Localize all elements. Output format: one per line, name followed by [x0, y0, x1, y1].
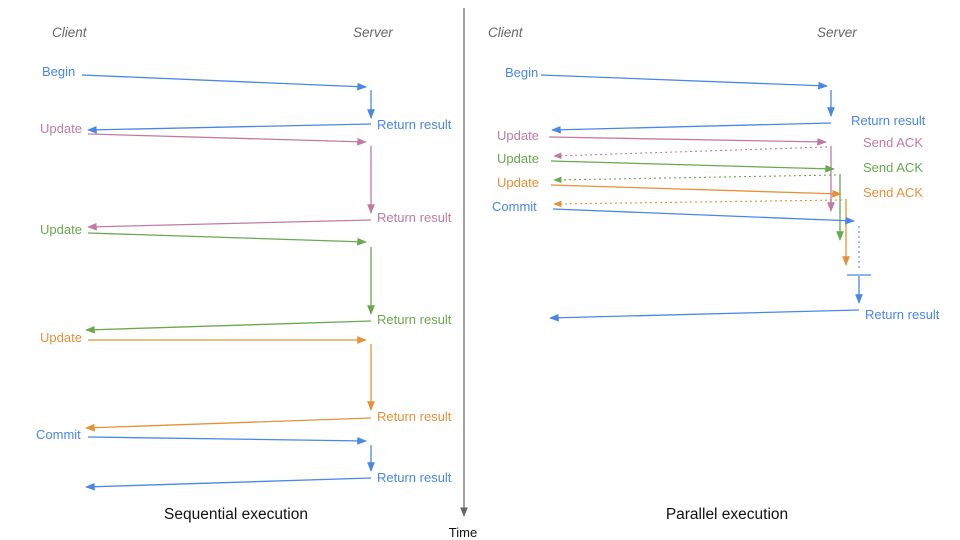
response-label: Return result [377, 312, 452, 327]
response-arrow [85, 477, 372, 491]
server-header: Server [817, 25, 857, 40]
client-header: Client [52, 25, 88, 40]
message-commit: Commit Return result [36, 427, 452, 491]
request-arrow [548, 136, 827, 146]
request-label: Update [497, 151, 539, 166]
ack-label: Send ACK [863, 185, 923, 200]
client-header: Client [488, 25, 524, 40]
request-arrow [87, 133, 367, 146]
response-arrow [85, 417, 372, 432]
response-label: Return result [377, 210, 452, 225]
panel-title: Sequential execution [164, 506, 308, 523]
request-arrow [87, 436, 367, 445]
ack-label: Send ACK [863, 160, 923, 175]
message-update-2: Update Send ACK [497, 151, 923, 241]
response-label: Return result [377, 470, 452, 485]
message-update-3: Update Send ACK [497, 175, 923, 266]
request-arrow [81, 74, 367, 91]
response-label: Return result [851, 113, 926, 128]
request-label: Update [40, 121, 82, 136]
parallel-panel: Client Server Begin Return result Update… [488, 25, 940, 523]
panel-title: Parallel execution [666, 506, 788, 523]
ack-arrow [553, 146, 828, 160]
request-arrow [550, 184, 842, 198]
ack-arrow [553, 199, 843, 208]
request-label: Commit [36, 427, 81, 442]
message-begin: Begin Return result [505, 65, 926, 134]
ack-label: Send ACK [863, 135, 923, 150]
response-arrow [549, 309, 860, 322]
request-label: Update [497, 128, 539, 143]
message-update-1: Update Send ACK [497, 128, 923, 212]
response-arrow [87, 123, 372, 134]
response-arrow [87, 219, 372, 231]
request-label: Begin [42, 64, 75, 79]
sequential-panel: Client Server Begin Return result Update… [36, 25, 452, 523]
response-label: Return result [865, 307, 940, 322]
request-arrow [87, 232, 367, 246]
request-label: Update [40, 330, 82, 345]
request-arrow [540, 74, 828, 90]
response-label: Return result [377, 409, 452, 424]
response-arrow [551, 122, 832, 134]
message-commit: Commit Return result [492, 199, 940, 322]
ack-arrow [553, 174, 837, 184]
response-label: Return result [377, 117, 452, 132]
message-begin: Begin Return result [42, 64, 452, 134]
time-axis-label: Time [449, 525, 477, 540]
request-arrow [552, 208, 855, 225]
request-label: Commit [492, 199, 537, 214]
request-label: Begin [505, 65, 538, 80]
message-update-2: Update Return result [40, 222, 452, 334]
request-label: Update [497, 175, 539, 190]
time-axis: Time [449, 8, 477, 540]
server-header: Server [353, 25, 393, 40]
message-update-1: Update Return result [40, 121, 452, 231]
message-update-3: Update Return result [40, 330, 452, 432]
request-label: Update [40, 222, 82, 237]
response-arrow [85, 320, 372, 334]
request-arrow [550, 160, 835, 173]
